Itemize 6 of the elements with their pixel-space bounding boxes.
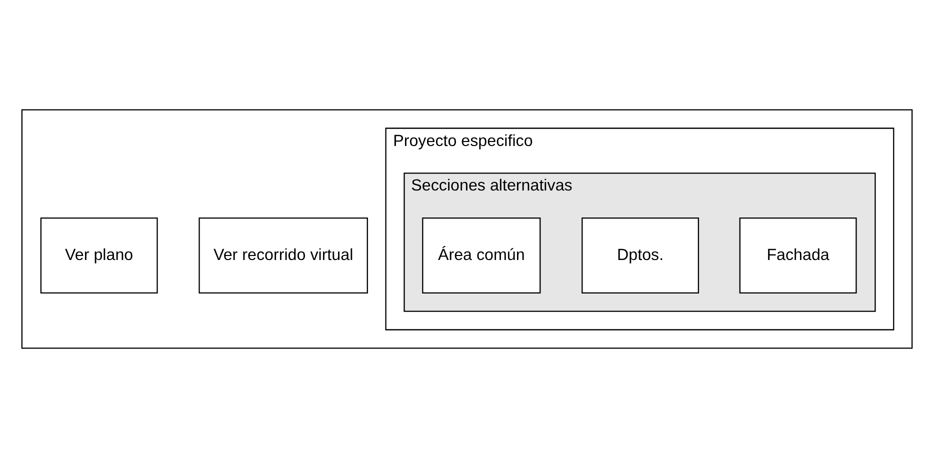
node-box: Ver plano bbox=[40, 216, 158, 293]
node-box: Área común bbox=[422, 216, 541, 293]
node-box: Dptos. bbox=[582, 216, 700, 293]
cluster bbox=[21, 108, 913, 348]
node-box: Ver recorrido virtual bbox=[198, 216, 368, 293]
node-box: Fachada bbox=[739, 216, 857, 293]
